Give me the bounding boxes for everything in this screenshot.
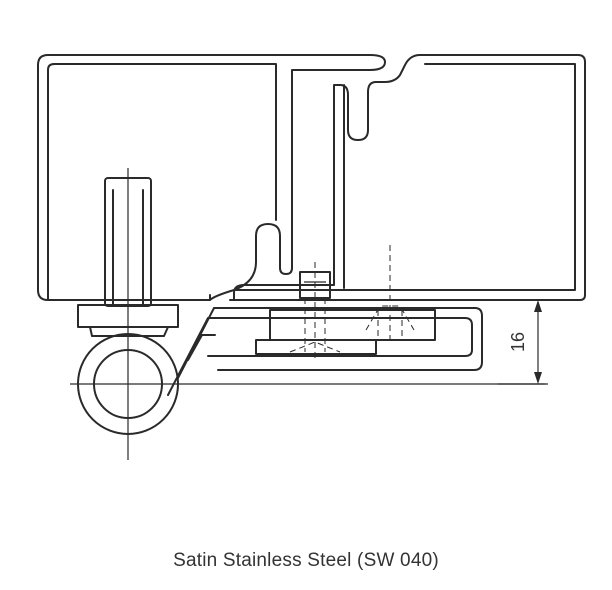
dimension-16: 16 bbox=[498, 299, 548, 385]
hinge-leaf bbox=[167, 307, 483, 396]
hinge-pin bbox=[77, 168, 179, 460]
screws bbox=[289, 245, 415, 360]
frame-profile bbox=[37, 54, 386, 301]
door-leaf-profile bbox=[229, 54, 586, 301]
technical-drawing: 16 bbox=[37, 54, 586, 460]
hinge-knuckle bbox=[70, 333, 545, 435]
dimension-label: 16 bbox=[508, 332, 528, 352]
caption: Satin Stainless Steel (SW 040) bbox=[173, 550, 439, 571]
